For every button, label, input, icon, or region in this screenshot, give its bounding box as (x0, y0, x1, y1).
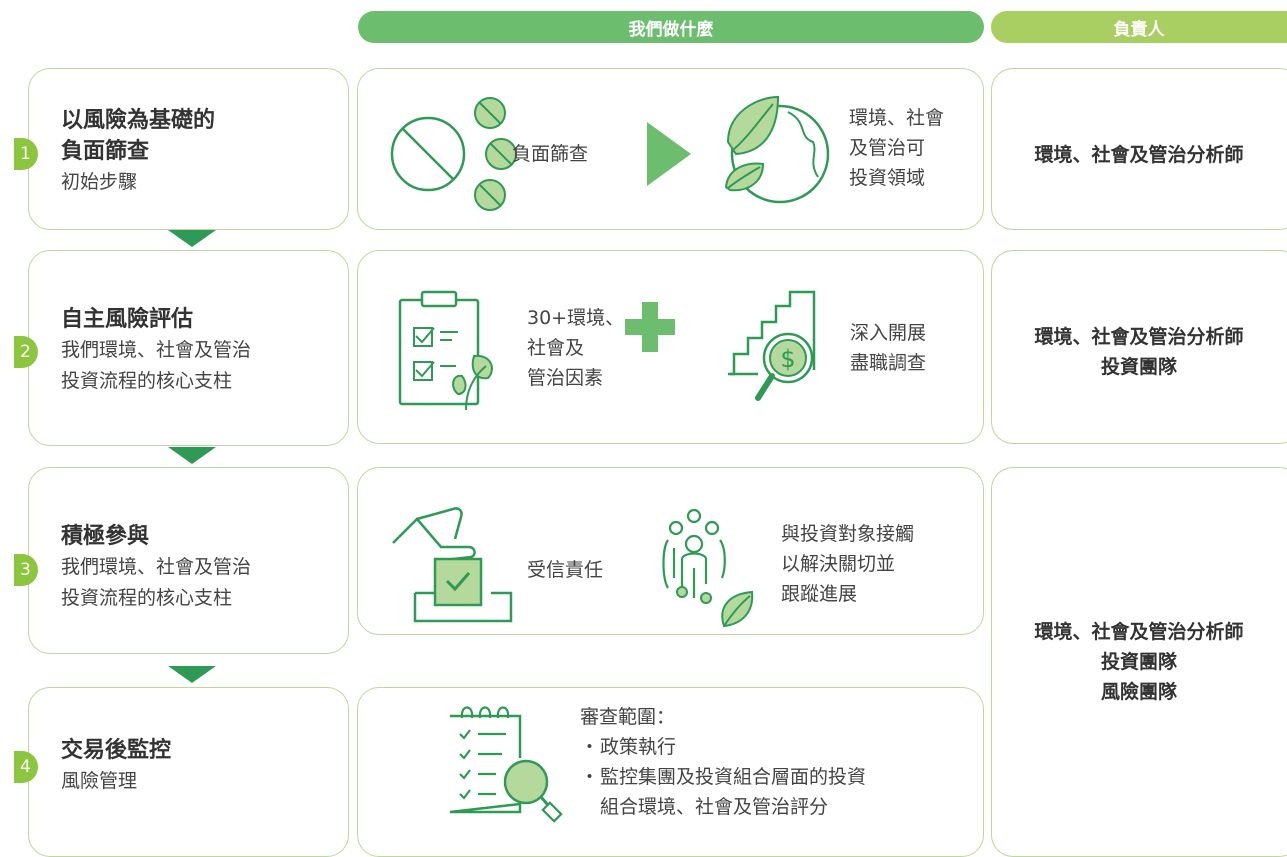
plus-icon (625, 302, 675, 352)
header-responsible-label: 負責人 (1113, 19, 1165, 40)
action-3-right-line-2: 以解決關切並 (781, 553, 896, 575)
people-leaf-icon (662, 508, 754, 628)
action-2-left-line-1: 30+環境、 (527, 307, 625, 329)
action-1-right-text: 環境、社會 及管治可 投資領域 (849, 103, 944, 193)
arrow-right-icon (647, 122, 691, 186)
header-what-we-do: 我們做什麼 (358, 11, 984, 43)
step-2-box (28, 250, 349, 446)
step-3-subtitle-line-2: 投資流程的核心支柱 (61, 587, 233, 609)
leaf-globe-icon (724, 95, 830, 204)
prohibited-icon (390, 116, 466, 192)
action-1-right-line-2: 及管治可 (849, 137, 926, 159)
step-2-subtitle-line-2: 投資流程的核心支柱 (61, 370, 233, 392)
step-1-title-line-1: 以風險為基礎的 (61, 108, 216, 133)
step-3-title: 積極參與 (61, 524, 150, 549)
step-3-box (28, 467, 349, 654)
flow-arrow-1-2 (168, 230, 216, 247)
step-1-text: 以風險為基礎的 負面篩查 初始步驟 (61, 105, 215, 198)
owner-1-line-1: 環境、社會及管治分析師 (1034, 144, 1244, 166)
owner-1-box (991, 68, 1287, 230)
owner-2-line-1: 環境、社會及管治分析師 (1034, 326, 1244, 348)
ballot-vote-icon (392, 507, 513, 623)
owner-1-text: 環境、社會及管治分析師 (991, 140, 1287, 170)
svg-text:$: $ (780, 345, 795, 373)
owner-34-line-1: 環境、社會及管治分析師 (1034, 621, 1244, 643)
step-1-title-line-2: 負面篩查 (61, 139, 150, 164)
owner-34-line-3: 風險團隊 (1100, 681, 1177, 703)
action-1-left-text: 負面篩查 (512, 143, 589, 165)
action-3-right-line-3: 跟蹤進展 (781, 583, 858, 605)
flow-arrow-3-4 (168, 666, 216, 683)
step-3-text: 積極參與 我們環境、社會及管治 投資流程的核心支柱 (61, 521, 251, 614)
checklist-leaf-icon (398, 290, 493, 411)
action-2-left-line-3: 管治因素 (527, 367, 604, 389)
action-4-text: 審查範圍： ・ 政策執行 ・ 監控集團及投資組合層面的投資 組合環境、社會及管治… (580, 702, 866, 822)
action-4-title: 審查範圍： (580, 706, 676, 728)
action-3-left-text: 受信責任 (527, 559, 604, 581)
action-3-right-text: 與投資對象接觸 以解決關切並 跟蹤進展 (781, 519, 914, 609)
bullet-marker: ・ (580, 736, 600, 758)
bullet-marker: ・ (580, 766, 600, 788)
owner-2-box (991, 250, 1287, 444)
step-4-subtitle: 風險管理 (61, 770, 138, 792)
action-3-box (357, 467, 984, 635)
action-2-left-line-2: 社會及 (527, 337, 585, 359)
action-3-right-line-1: 與投資對象接觸 (781, 523, 915, 545)
excluded-items-icon (474, 97, 517, 211)
action-1-right-line-1: 環境、社會 (849, 107, 945, 129)
action-2-right-line-1: 深入開展 (850, 322, 927, 344)
step-1-box (28, 68, 349, 230)
step-2-title: 自主風險評估 (61, 307, 194, 332)
notepad-magnifier-icon (449, 706, 563, 823)
header-what-we-do-label: 我們做什麼 (628, 19, 714, 40)
action-2-left-text: 30+環境、 社會及 管治因素 (527, 303, 624, 393)
action-1-right-line-3: 投資領域 (849, 167, 926, 189)
owner-2-line-2: 投資團隊 (1100, 356, 1177, 378)
step-3-subtitle-line-1: 我們環境、社會及管治 (61, 556, 252, 578)
step-4-title: 交易後監控 (61, 738, 172, 763)
action-4-bullet-2-line-1: 監控集團及投資組合層面的投資 (600, 766, 867, 788)
action-2-box (357, 250, 984, 444)
action-4-bullet-2: ・ 監控集團及投資組合層面的投資 組合環境、社會及管治評分 (580, 762, 866, 822)
chart-magnifier-icon: $ (728, 290, 816, 401)
action-4-bullet-1-line-1: 政策執行 (600, 736, 677, 758)
step-4-text: 交易後監控 風險管理 (61, 735, 171, 797)
action-2-right-line-2: 盡職調查 (850, 352, 927, 374)
flow-arrow-2-3 (168, 447, 216, 464)
step-4-box (28, 687, 349, 857)
step-1-subtitle: 初始步驟 (61, 171, 138, 193)
action-4-bullet-1: ・ 政策執行 (580, 732, 866, 762)
action-4-bullet-2-line-2: 組合環境、社會及管治評分 (600, 796, 829, 818)
action-2-right-text: 深入開展 盡職調查 (850, 318, 926, 378)
step-2-subtitle-line-1: 我們環境、社會及管治 (61, 339, 252, 361)
owner-34-line-2: 投資團隊 (1100, 651, 1177, 673)
owner-34-text: 環境、社會及管治分析師 投資團隊 風險團隊 (991, 617, 1287, 707)
header-responsible: 負責人 (991, 11, 1287, 43)
owner-34-box (991, 467, 1287, 857)
owner-2-text: 環境、社會及管治分析師 投資團隊 (991, 322, 1287, 382)
step-2-text: 自主風險評估 我們環境、社會及管治 投資流程的核心支柱 (61, 304, 251, 397)
